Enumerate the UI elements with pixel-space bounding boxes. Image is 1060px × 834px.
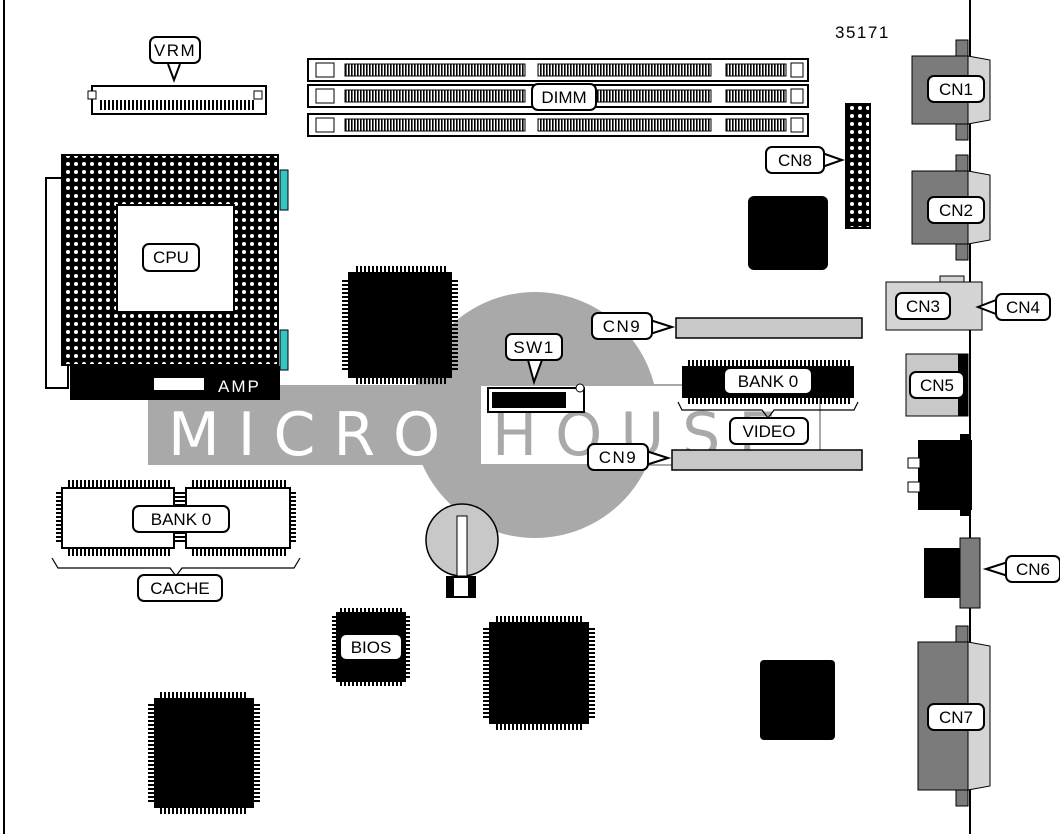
label-vrm: VRM — [149, 36, 201, 83]
label-cn9-bottom: CN9 — [587, 443, 672, 471]
svg-text:CPU: CPU — [153, 248, 189, 267]
dimm-slot-3 — [307, 113, 809, 137]
cn8-header — [845, 103, 871, 229]
label-bank0-video: BANK 0 — [723, 367, 813, 395]
cn7-connector — [917, 625, 991, 807]
label-cn7: CN7 — [927, 703, 985, 731]
label-cache: CACHE — [137, 574, 223, 602]
watermark-left: MICRO — [168, 400, 458, 470]
svg-text:CN9: CN9 — [599, 448, 638, 467]
cn9-slot-top — [675, 317, 863, 339]
label-cn5: CN5 — [909, 371, 965, 399]
label-cn9-top: CN9 — [591, 312, 676, 340]
svg-text:VIDEO: VIDEO — [743, 422, 796, 441]
microhouse-watermark: MICRO HOUSE — [148, 292, 821, 538]
label-cn4: CN4 — [975, 293, 1051, 321]
label-cn1: CN1 — [927, 75, 985, 103]
cn6-connector — [924, 537, 981, 609]
label-bank0-cache: BANK 0 — [132, 505, 230, 533]
dimm-slots — [307, 58, 809, 137]
chip-bottom-right — [760, 660, 835, 740]
svg-text:CN9: CN9 — [603, 317, 642, 336]
chip-north — [342, 266, 458, 384]
svg-text:DIMM: DIMM — [541, 88, 586, 107]
svg-text:CN2: CN2 — [939, 201, 973, 220]
svg-text:CN8: CN8 — [778, 151, 812, 170]
svg-text:CN6: CN6 — [1016, 560, 1050, 579]
figure-id: 35171 — [835, 23, 890, 42]
svg-text:BANK 0: BANK 0 — [151, 510, 211, 529]
svg-text:CACHE: CACHE — [150, 579, 210, 598]
svg-text:BIOS: BIOS — [351, 638, 392, 657]
svg-text:CN1: CN1 — [939, 80, 973, 99]
cpu-socket: AMP — [45, 154, 289, 400]
svg-text:BANK 0: BANK 0 — [738, 372, 798, 391]
label-cpu: CPU — [142, 243, 200, 272]
battery — [425, 503, 499, 598]
svg-text:VRM: VRM — [154, 41, 196, 60]
label-sw1: SW1 — [505, 333, 563, 386]
chip-south — [483, 616, 595, 730]
sw1-switch — [487, 383, 585, 413]
amp-mark: AMP — [218, 377, 261, 396]
vrm-header — [87, 85, 267, 115]
chip-bottom-left — [148, 692, 260, 814]
label-cn6: CN6 — [982, 555, 1060, 583]
svg-text:SW1: SW1 — [513, 338, 554, 357]
label-dimm: DIMM — [531, 83, 597, 111]
label-video: VIDEO — [729, 417, 809, 445]
chip-top-right — [748, 196, 828, 270]
label-cn2: CN2 — [927, 196, 985, 224]
cn9-slot-bottom — [671, 449, 863, 471]
dimm-slot-1 — [307, 58, 809, 82]
svg-text:CN3: CN3 — [906, 297, 940, 316]
svg-text:CN5: CN5 — [920, 376, 954, 395]
label-cn3: CN3 — [895, 292, 951, 320]
svg-text:CN7: CN7 — [939, 708, 973, 727]
label-cn8: CN8 — [765, 146, 846, 174]
label-bios: BIOS — [339, 633, 403, 661]
audio-connector — [907, 434, 972, 516]
svg-text:CN4: CN4 — [1006, 298, 1040, 317]
